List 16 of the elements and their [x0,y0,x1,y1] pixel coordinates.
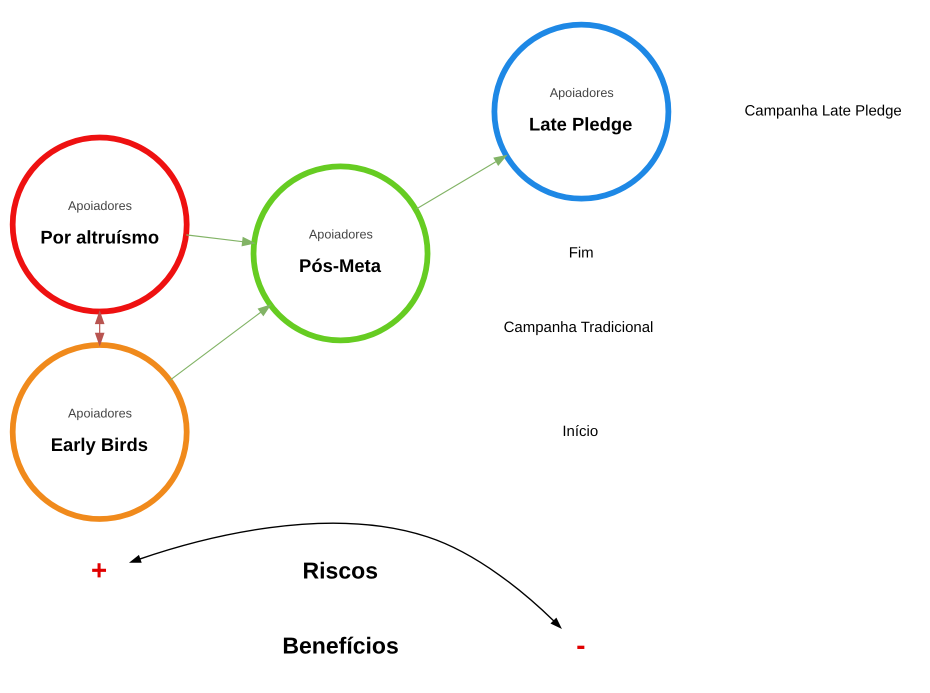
arrow [94,310,105,346]
arrow [169,304,272,380]
label: Campanha Tradicional [504,318,654,336]
node-circle: Apoiadores Por altruísmo [10,134,190,314]
arrow [129,522,562,628]
label: Benefícios [282,632,399,658]
arrow [186,234,256,246]
node-text: + [91,554,108,586]
node-circle: Apoiadores Pós-Meta [250,162,430,343]
node-text: - [576,629,586,660]
label: Início [562,422,598,440]
label: Riscos [302,556,378,583]
label: Fim [568,244,594,261]
label: Campanha Late Pledge [744,102,902,120]
node-circle: Apoiadores Early Birds [10,342,190,522]
arrow [416,154,508,210]
